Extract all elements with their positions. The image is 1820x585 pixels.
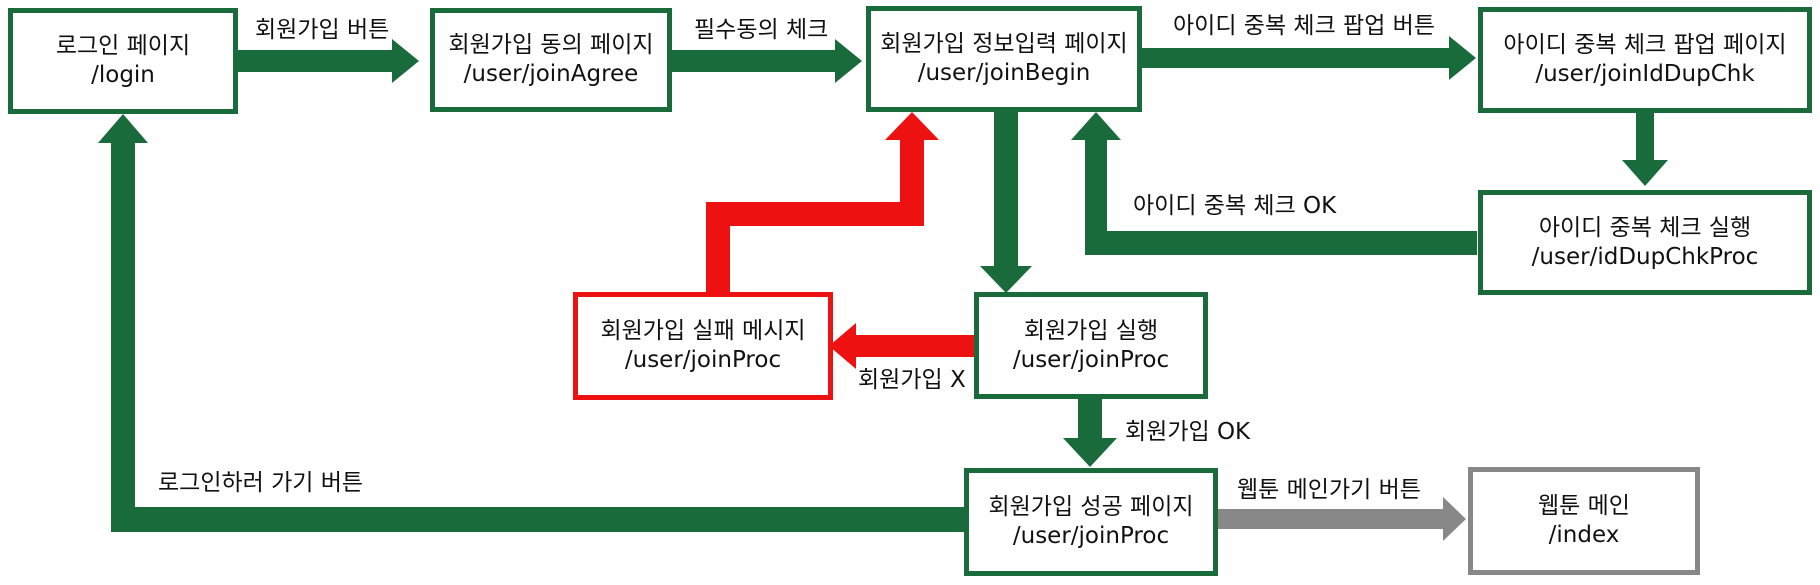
arrow-join-proc-to-join-success <box>1063 398 1117 467</box>
node-join-fail: 회원가입 실패 메시지 /user/joinProc <box>573 292 833 400</box>
arrow-login-to-join-agree <box>237 39 419 83</box>
arrow-join-agree-to-join-begin <box>670 39 862 83</box>
node-join-success-path: /user/joinProc <box>1012 523 1170 549</box>
arrow-join-begin-to-join-proc <box>980 112 1032 293</box>
node-join-begin-title: 회원가입 정보입력 페이지 <box>880 31 1128 57</box>
edge-label-dup-popup-button: 아이디 중복 체크 팝업 버튼 <box>1173 13 1436 39</box>
node-join-proc-path: /user/joinProc <box>1012 346 1170 373</box>
edge-label-join-ok: 회원가입 OK <box>1125 419 1251 445</box>
node-join-begin: 회원가입 정보입력 페이지 /user/joinBegin <box>866 6 1142 112</box>
node-join-fail-path: /user/joinProc <box>624 347 782 373</box>
arrow-join-proc-to-join-fail <box>829 323 974 369</box>
arrow-join-fail-to-join-begin <box>706 112 939 292</box>
edge-label-signup-button: 회원가입 버튼 <box>255 17 390 43</box>
node-dup-popup-title: 아이디 중복 체크 팝업 페이지 <box>1503 32 1787 58</box>
node-webtoon-main-path: /index <box>1548 522 1620 548</box>
node-join-agree-path: /user/joinAgree <box>463 61 639 87</box>
node-login-path: /login <box>91 62 155 88</box>
node-webtoon-main: 웹툰 메인 /index <box>1468 467 1700 575</box>
arrow-dup-proc-to-join-begin <box>1071 112 1477 255</box>
node-join-success-title: 회원가입 성공 페이지 <box>988 494 1194 520</box>
node-webtoon-main-title: 웹툰 메인 <box>1538 493 1630 519</box>
arrow-join-begin-to-dup-popup <box>1141 36 1476 80</box>
node-login-title: 로그인 페이지 <box>55 33 191 59</box>
node-join-proc-title: 회원가입 실행 <box>1023 317 1159 344</box>
node-join-agree-title: 회원가입 동의 페이지 <box>448 32 654 58</box>
node-join-agree: 회원가입 동의 페이지 /user/joinAgree <box>430 8 672 112</box>
node-login: 로그인 페이지 /login <box>8 8 238 114</box>
node-join-fail-title: 회원가입 실패 메시지 <box>600 318 806 344</box>
node-join-begin-path: /user/joinBegin <box>917 60 1091 86</box>
node-dup-proc: 아이디 중복 체크 실행 /user/idDupChkProc <box>1478 190 1812 295</box>
node-dup-popup: 아이디 중복 체크 팝업 페이지 /user/joinIdDupChk <box>1478 7 1812 113</box>
node-dup-proc-title: 아이디 중복 체크 실행 <box>1538 214 1752 241</box>
arrow-dup-popup-to-dup-proc <box>1622 112 1668 186</box>
edge-label-dup-ok: 아이디 중복 체크 OK <box>1133 193 1337 219</box>
node-join-proc: 회원가입 실행 /user/joinProc <box>974 292 1208 399</box>
node-join-success: 회원가입 성공 페이지 /user/joinProc <box>964 468 1218 576</box>
edge-label-go-login-button: 로그인하러 가기 버튼 <box>158 470 364 496</box>
node-dup-proc-path: /user/idDupChkProc <box>1531 243 1759 270</box>
arrow-join-success-to-webtoon-main <box>1215 497 1466 541</box>
node-dup-popup-path: /user/joinIdDupChk <box>1535 61 1755 87</box>
edge-label-go-main-button: 웹툰 메인가기 버튼 <box>1237 477 1421 503</box>
edge-label-join-x: 회원가입 X <box>858 367 966 393</box>
edge-label-agree-check: 필수동의 체크 <box>694 17 829 43</box>
